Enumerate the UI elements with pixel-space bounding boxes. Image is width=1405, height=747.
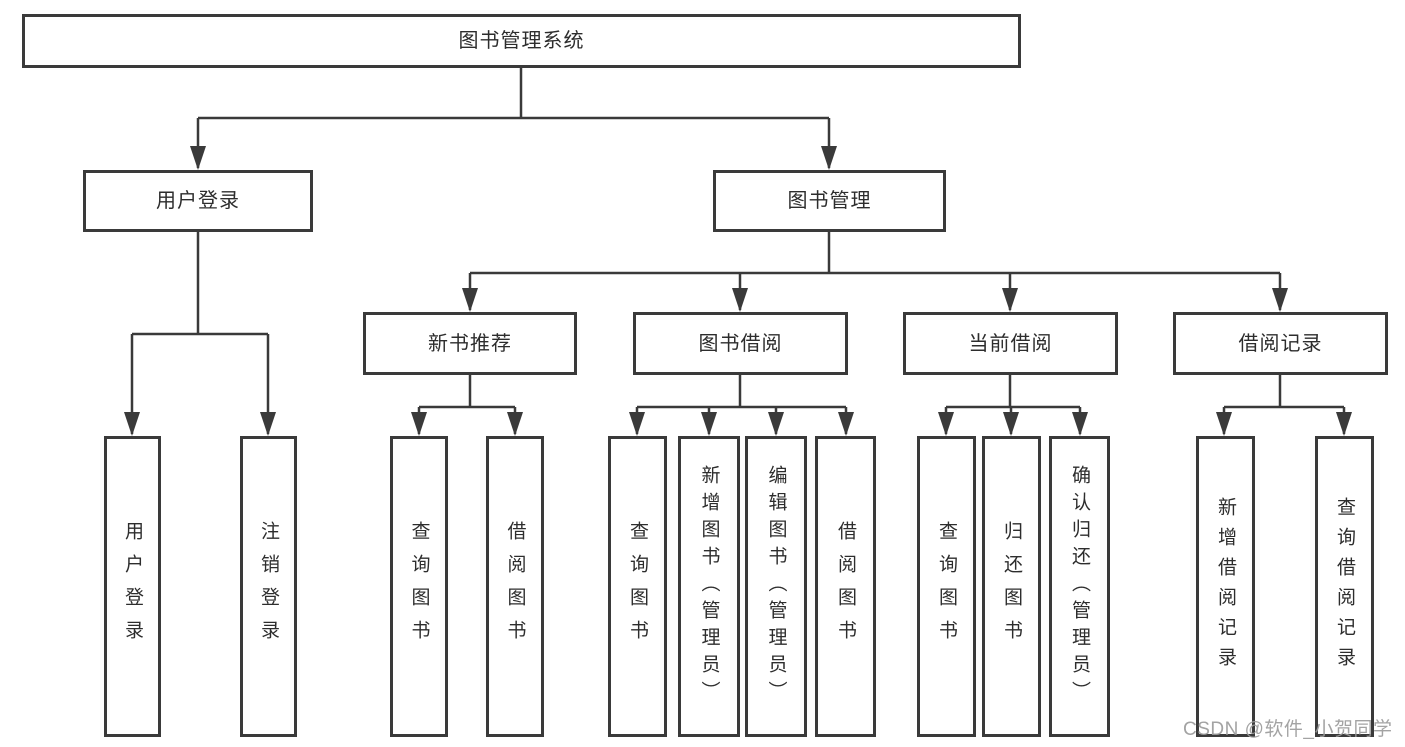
node-borrow-records: 借阅记录 <box>1173 312 1388 375</box>
node-query-books-recommend: 查询图书 <box>390 436 448 737</box>
node-edit-books-admin: 编辑图书（管理员） <box>745 436 807 737</box>
connector-recommend <box>417 375 517 434</box>
node-new-book-recommend: 新书推荐 <box>363 312 577 375</box>
node-user-login: 用户登录 <box>83 170 313 232</box>
node-borrow-books-recommend: 借阅图书 <box>486 436 544 737</box>
node-current-borrow: 当前借阅 <box>903 312 1118 375</box>
connector-book-mgmt <box>468 232 1282 310</box>
node-book-borrow: 图书借阅 <box>633 312 848 375</box>
connector-root <box>196 68 831 168</box>
node-library-system: 图书管理系统 <box>22 14 1021 68</box>
arrowheads <box>124 146 1352 436</box>
connector-borrow <box>635 375 848 434</box>
node-query-borrow-record: 查询借阅记录 <box>1315 436 1374 737</box>
node-add-borrow-record: 新增借阅记录 <box>1196 436 1255 737</box>
csdn-watermark: CSDN @软件_小贺同学 <box>1183 719 1393 740</box>
node-user-login-action: 用户登录 <box>104 436 161 737</box>
node-logout-action: 注销登录 <box>240 436 297 737</box>
node-borrow-books-action: 借阅图书 <box>815 436 876 737</box>
node-book-management: 图书管理 <box>713 170 946 232</box>
node-return-books: 归还图书 <box>982 436 1041 737</box>
connector-records <box>1222 375 1346 434</box>
node-query-books-current: 查询图书 <box>917 436 976 737</box>
node-confirm-return-admin: 确认归还（管理员） <box>1049 436 1110 737</box>
connector-user-login <box>130 232 270 434</box>
node-add-books-admin: 新增图书（管理员） <box>678 436 740 737</box>
node-query-books-borrow: 查询图书 <box>608 436 667 737</box>
